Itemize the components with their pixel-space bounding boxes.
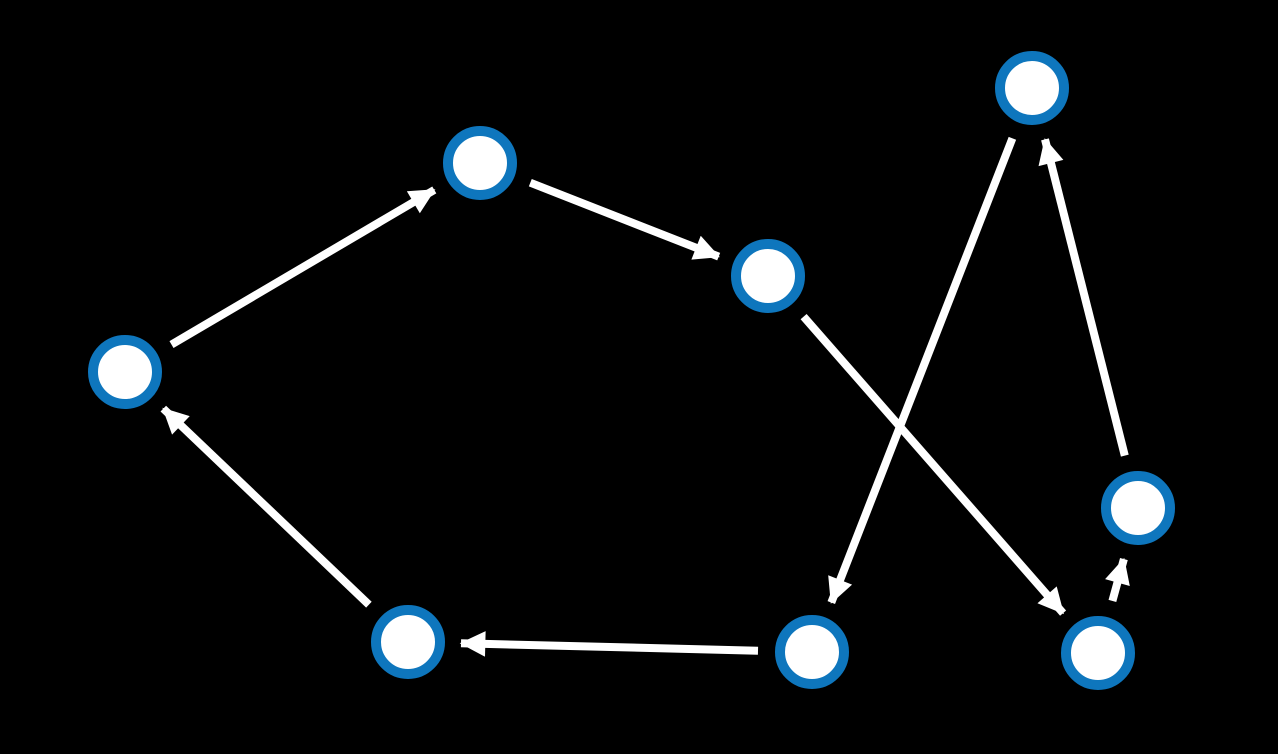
graph-node-n4 <box>88 335 162 409</box>
graph-node-n5 <box>1101 471 1175 545</box>
graph-edge-n6-to-n4 <box>160 405 372 608</box>
graph-node-n3 <box>731 239 805 313</box>
graph-edge-n5-to-n1 <box>1038 138 1129 457</box>
graph-node-n8 <box>1061 616 1135 690</box>
graph-node-n6 <box>371 605 445 679</box>
nodes-layer <box>88 51 1175 690</box>
graph-edge-n2-to-n3 <box>528 178 721 261</box>
graph-node-n2 <box>443 126 517 200</box>
graph-edge-n8-to-n5 <box>1105 557 1130 602</box>
graph-node-n1 <box>995 51 1069 125</box>
graph-edge-n4-to-n2 <box>169 186 437 349</box>
graph-edge-n3-to-n8 <box>800 313 1067 616</box>
edges-layer <box>160 136 1130 657</box>
graph-node-n7 <box>775 615 849 689</box>
graph-edge-n1-to-n7 <box>827 136 1017 605</box>
graph-edge-n7-to-n6 <box>459 631 759 657</box>
